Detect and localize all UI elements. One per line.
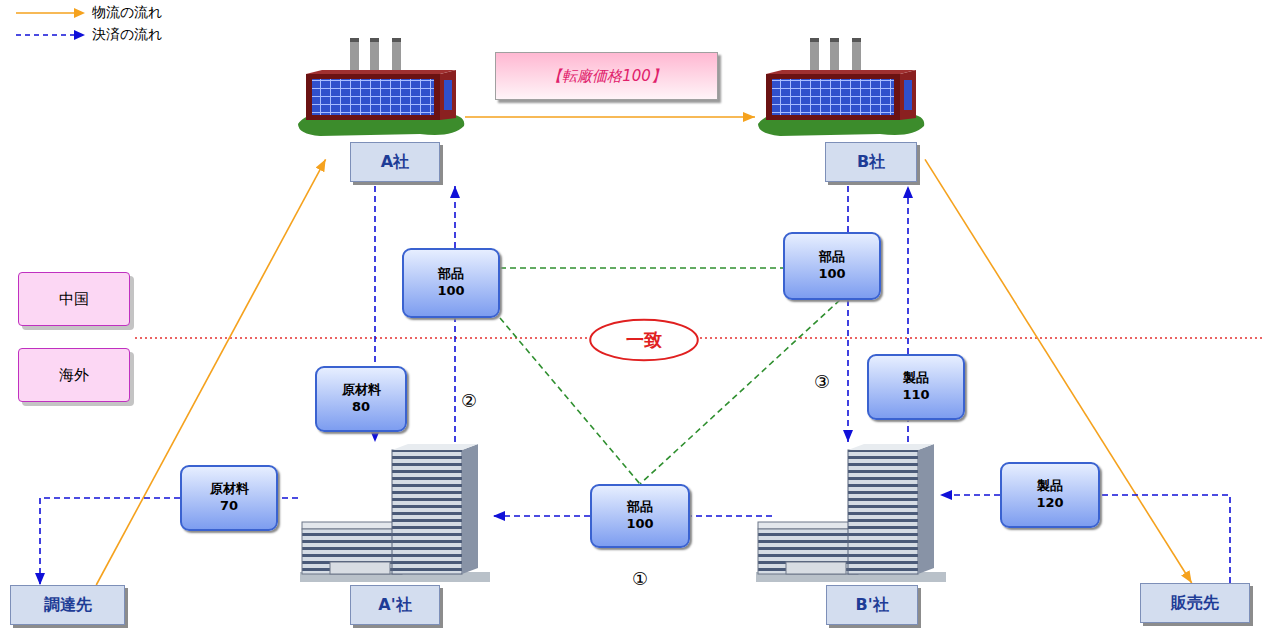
match-line — [500, 267, 783, 269]
node-text: 部品 100 — [818, 249, 845, 283]
legend-line — [16, 12, 76, 14]
payment-flow-arrow — [847, 300, 849, 442]
node-text: 原材料 70 — [210, 481, 249, 515]
legend-item: 決済の流れ — [14, 26, 162, 44]
payment-flow-arrow — [1100, 495, 1230, 583]
callout-number: ① — [632, 568, 648, 589]
node-text: 製品 110 — [902, 370, 929, 404]
office-building-illustration — [300, 444, 490, 582]
office-site: A'社 — [298, 442, 493, 626]
site-label-box: B社 — [825, 142, 917, 182]
node-text: 一致 — [626, 328, 662, 352]
payment-flow-arrow — [454, 318, 456, 442]
node-text: 原材料 80 — [342, 382, 381, 416]
goods-flow-arrow — [96, 159, 325, 585]
factory-illustration — [758, 38, 924, 136]
payment-flow-arrow — [690, 515, 772, 517]
legend-text: 決済の流れ — [92, 26, 162, 44]
payment-flow-arrow — [940, 494, 1000, 496]
factory-site: B社 — [755, 38, 925, 186]
node-text: A社 — [381, 152, 409, 173]
flow-box: 原材料 80 — [315, 366, 407, 432]
flow-box: 原材料 70 — [180, 465, 278, 531]
party-box: 販売先 — [1140, 583, 1250, 623]
node-text: B'社 — [855, 595, 888, 616]
payment-flow-arrow — [374, 432, 376, 442]
ellipse-outline — [590, 320, 698, 360]
payment-flow-arrow — [907, 186, 909, 354]
legend-item: 物流の流れ — [14, 4, 162, 22]
payment-flow-arrow — [40, 498, 180, 585]
payment-flow-arrow — [493, 515, 590, 517]
payment-flow-arrow — [454, 186, 456, 248]
node-text: B社 — [857, 152, 885, 173]
office-site: B'社 — [772, 442, 940, 626]
site-label-box: B'社 — [826, 585, 918, 625]
border-line — [135, 337, 1263, 339]
price-banner: 【転廠価格100】 — [495, 52, 718, 100]
region-tag: 中国 — [18, 272, 130, 326]
node-text: 調達先 — [44, 595, 92, 616]
payment-flow-arrow — [374, 186, 376, 366]
node-text: 製品 120 — [1036, 478, 1063, 512]
flow-box: 部品 100 — [783, 232, 881, 300]
legend-arrowhead — [74, 30, 85, 40]
factory-site: A社 — [295, 38, 465, 186]
callout-number: ③ — [814, 371, 830, 392]
goods-flow-arrow — [925, 159, 1192, 583]
callout-number: ② — [461, 390, 477, 411]
payment-flow-arrow — [847, 186, 849, 232]
flow-box: 部品 100 — [590, 484, 690, 548]
flow-box: 製品 110 — [867, 354, 965, 420]
site-label-box: A社 — [350, 142, 440, 182]
legend-sample — [14, 5, 86, 21]
node-text: 部品 100 — [626, 499, 653, 533]
match-ellipse: 一致 — [588, 318, 700, 362]
office-building-illustration — [756, 444, 946, 582]
legend-line — [16, 34, 76, 36]
payment-flow-arrow — [278, 497, 298, 499]
party-box: 調達先 — [10, 585, 125, 625]
flow-box: 製品 120 — [1000, 462, 1100, 528]
legend-sample — [14, 27, 86, 43]
node-text: 【転廠価格100】 — [547, 67, 666, 86]
goods-flow-arrow — [465, 116, 755, 118]
node-text: 海外 — [59, 366, 89, 385]
node-text: A'社 — [378, 595, 411, 616]
flow-box: 部品 100 — [402, 248, 500, 318]
factory-illustration — [298, 38, 464, 136]
node-text: 中国 — [59, 290, 89, 309]
payment-flow-arrow — [907, 420, 909, 442]
legend-text: 物流の流れ — [92, 4, 162, 22]
region-tag: 海外 — [18, 348, 130, 402]
legend-arrowhead — [74, 8, 85, 18]
site-label-box: A'社 — [350, 585, 440, 625]
node-text: 部品 100 — [437, 266, 464, 300]
node-text: 販売先 — [1171, 593, 1219, 614]
